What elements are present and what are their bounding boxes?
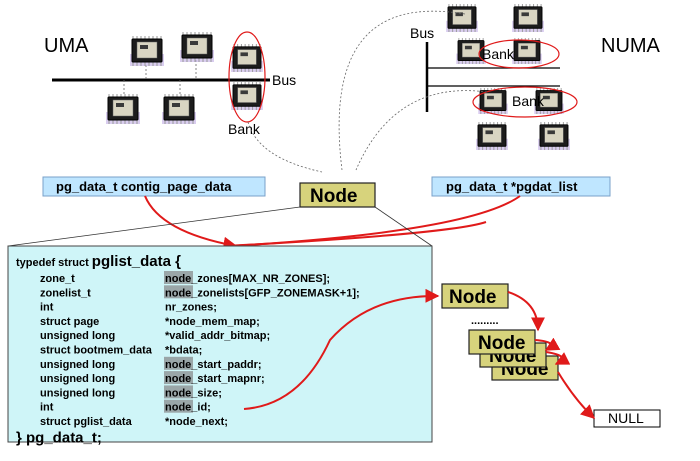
list-node-1-label: Node: [449, 287, 497, 308]
node-prefix-highlight: [164, 385, 193, 399]
list-node-2-label: Node: [478, 333, 526, 354]
struct-field-name: node_id;: [165, 402, 211, 414]
struct-field-type: zone_t: [40, 273, 75, 285]
memory-chip-icon: [231, 44, 263, 72]
numa-bus-label: Bus: [410, 25, 434, 41]
uma-bank: Bank: [228, 31, 266, 137]
numa-bank-bottom-label: Bank: [512, 93, 545, 109]
list-arrow-3: [545, 351, 571, 365]
cpu-chip-icon: [106, 94, 140, 124]
struct-field-name: node_zonelists[GFP_ZONEMASK+1];: [165, 287, 360, 299]
struct-field-name: nr_zones;: [165, 302, 217, 314]
pgdat-to-struct-line: [225, 221, 487, 247]
struct-field-type: int: [40, 402, 54, 414]
struct-field-type: struct pglist_data: [40, 416, 133, 428]
numa-bottom-group: Bank: [472, 86, 578, 150]
memory-chip-icon: [231, 82, 263, 110]
struct-field-type: struct page: [40, 316, 99, 328]
struct-field-type: unsigned long: [40, 330, 115, 342]
numa-bottom-to-node-link: [355, 90, 488, 171]
list-node-1: [441, 283, 509, 309]
contig-page-data-box: [42, 176, 266, 197]
struct-field-name: node_start_paddr;: [165, 359, 262, 371]
cpu-chip-icon: [538, 122, 570, 150]
central-node-label: Node: [310, 186, 358, 207]
uma-label: UMA: [44, 35, 89, 57]
central-node-box: [299, 182, 376, 208]
struct-field-type: struct bootmem_data: [40, 345, 153, 357]
node-prefix-highlight: [164, 399, 193, 413]
node-next-to-list-arrow: [243, 288, 440, 410]
cpu-chip-icon: [476, 122, 508, 150]
struct-field-type: zonelist_t: [40, 287, 91, 299]
struct-field-name: node_start_mapnr;: [165, 373, 265, 385]
struct-field-name: *node_mem_map;: [165, 316, 260, 328]
struct-header: typedef struct pglist_data {: [16, 253, 181, 270]
list-arrow-1: [507, 291, 545, 332]
numa-bank-bottom-ellipse: [472, 86, 578, 118]
null-label: NULL: [608, 410, 644, 426]
list-node-2: [468, 329, 536, 355]
uma-bank-to-node-link: [247, 121, 323, 173]
pglist-data-struct-box: [7, 245, 433, 443]
list-arrow-2: [534, 337, 561, 351]
struct-field-name: *bdata;: [165, 345, 202, 357]
uma-bank-label: Bank: [228, 121, 261, 137]
struct-field-name: node_size;: [165, 387, 222, 399]
struct-field-type: int: [40, 302, 54, 314]
node-prefix-highlight: [164, 271, 193, 284]
cpu-chip-icon: [162, 94, 196, 124]
struct-footer: } pg_data_t;: [16, 429, 102, 446]
numa-label: NUMA: [601, 35, 661, 57]
struct-field-name: *valid_addr_bitmap;: [165, 330, 270, 342]
struct-field-name: node_zones[MAX_NR_ZONES];: [165, 273, 330, 285]
node-prefix-highlight: [164, 371, 193, 385]
pgdat-list-label: pg_data_t *pgdat_list: [446, 179, 578, 194]
uma-bank-ellipse: [228, 31, 266, 123]
cpu-chip-icon: [446, 4, 478, 32]
contig-page-data-label: pg_data_t contig_page_data: [56, 179, 232, 194]
cpu-chip-icon: [512, 4, 544, 32]
uma-bus-label: Bus: [272, 72, 296, 88]
list-ellipsis: .........: [471, 315, 499, 327]
struct-field-type: unsigned long: [40, 387, 115, 399]
cpu-chip-icon: [130, 36, 164, 66]
list-arrow-to-null: [557, 371, 596, 419]
numa-bank-top-ellipse: [478, 39, 560, 69]
struct-field-type: unsigned long: [40, 373, 115, 385]
struct-definition: typedef struct pglist_data { zone_t node_z…: [16, 253, 360, 446]
uma-cpu-chips: [106, 32, 214, 124]
memory-chip-icon: [478, 88, 508, 114]
contig-to-struct-arrow: [144, 195, 238, 251]
struct-field-type: unsigned long: [40, 359, 115, 371]
node-prefix-highlight: [164, 356, 193, 370]
node-prefix-highlight: [164, 285, 193, 299]
numa-top-to-node-link: [338, 10, 466, 171]
numa-top-group: Bank: [446, 4, 560, 69]
cpu-chip-icon: [180, 32, 214, 62]
struct-field-name: *node_next;: [165, 416, 228, 428]
numa-bank-top-label: Bank: [482, 46, 515, 62]
pgdat-list-box: [431, 176, 611, 197]
